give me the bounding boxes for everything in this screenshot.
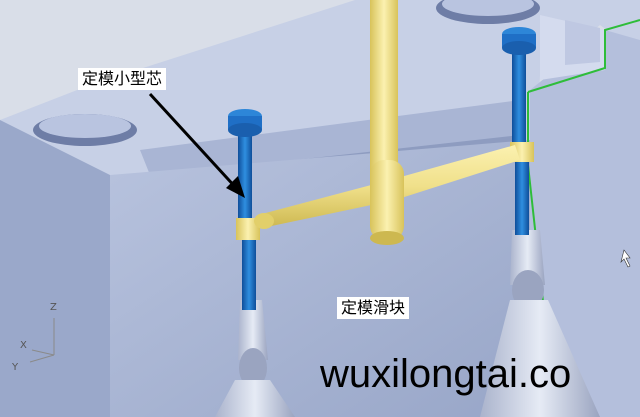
cursor-icon (620, 249, 631, 268)
left-insert[interactable] (215, 300, 295, 417)
annotation-slide: 定模滑块 (337, 297, 410, 319)
axis-z-label: Z (50, 302, 57, 313)
runner-system[interactable] (254, 0, 520, 245)
axis-triad (29, 318, 55, 363)
axis-x-label: X (20, 340, 27, 351)
axis-y-label: Y (12, 362, 19, 373)
parting-edge (527, 19, 640, 93)
leader-arrow (148, 92, 245, 198)
small-core-left[interactable] (228, 109, 262, 310)
right-insert[interactable] (480, 230, 600, 417)
small-core-right[interactable] (502, 27, 536, 235)
watermark: wuxilongtai.co (320, 352, 572, 396)
annotation-small-core: 定模小型芯 (78, 68, 167, 90)
